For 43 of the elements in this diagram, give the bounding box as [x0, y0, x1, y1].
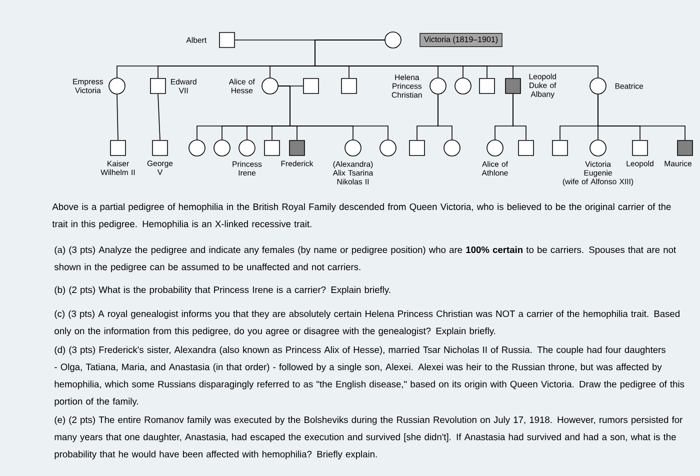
pedigree-square — [341, 78, 357, 94]
pedigree-square — [150, 78, 166, 94]
pedigree-square — [518, 140, 534, 156]
descent-line — [116, 94, 118, 140]
pedigree-square — [409, 140, 425, 156]
pedigree-circle — [188, 140, 206, 156]
pedigree-circle — [380, 140, 396, 156]
pedigree-square — [264, 140, 280, 156]
descent-line — [598, 94, 686, 140]
descent-line — [512, 94, 526, 140]
pedigree-square — [152, 140, 168, 156]
pedigree-square — [110, 140, 126, 156]
name-box: Victoria (1819–1901) — [420, 32, 502, 48]
pedigree-circle — [454, 78, 472, 94]
affected-square — [505, 78, 521, 94]
question-text: (e) (2 pts) The entire Romanov family was executed by the Bolsheviks during the Russian Revolution on July 17, 1918. However, rumors persisted for many years that one daughter, Anastasia, had escaped the execution and survived [she didn't]. If Anastasia had survived and had a son, what is the probability that he would have been affected with hemophilia? Briefly explain. — [54, 416, 682, 460]
question-text: (a) (3 pts) Analyze the pedigree and indicate any females (by name or pedigree position) who are 100% certain to be carriers. Spouses that are not shown in the pedigree can be assumed to be unaffected and not carriers. — [54, 246, 676, 272]
descent-line — [278, 86, 388, 140]
question-text: (c) (3 pts) A royal genealogist informs you that they are absolutely certain Helena Princess Christian was NOT a carrier of the hemophilia trait. Based only on the information from this pedigree, do you agree or disagree with the genealogist? Explain briefly. — [54, 310, 680, 336]
question-text: Above is a partial pedigree of hemophilia in the British Royal Family descended from Queen Victoria, who is believed to be the original carrier of the trait in this pedigree. Hemophilia is an X-linked recessive trait. — [52, 203, 671, 230]
pedigree-circle — [108, 78, 126, 94]
pedigree-circle — [344, 140, 362, 156]
pedigree-circle — [262, 78, 278, 94]
pedigree-circle — [430, 78, 446, 94]
descent-line — [314, 40, 598, 78]
question-text: (d) (3 pts) Frederick's sister, Alexandra (also known as Princess Alix of Hesse), married Tsar Nicholas II of Russia. The couple had four daughters - Olga, Tatiana, Maria, and Anastasia (in that order) - followed by a single son, Alexei. Alexei was heir to the Russian throne, but was affected by hemophilia, which some Russians disparagingly referred to as "the English disease," based on its origin with Queen Victoria. Draw the pedigree of this portion of the family. — [54, 346, 684, 406]
pedigree-circle — [238, 140, 256, 156]
affected-square — [289, 140, 305, 156]
question-text: (b) (2 pts) What is the probability that Princess Irene is a carrier? Explain briefly. — [54, 286, 390, 295]
affected-square — [677, 140, 693, 156]
descent-line — [158, 94, 160, 140]
pedigree-square — [303, 78, 319, 94]
descent-line — [438, 94, 452, 140]
pedigree-circle — [384, 32, 402, 48]
pedigree-square — [632, 140, 648, 156]
pedigree-circle — [590, 140, 606, 156]
pedigree-circle — [590, 78, 606, 94]
pedigree-square — [479, 78, 495, 94]
pedigree-square — [552, 140, 568, 156]
pedigree-circle — [214, 140, 230, 156]
pedigree-circle — [444, 140, 460, 156]
pedigree-circle — [486, 140, 504, 156]
pedigree-square — [219, 32, 235, 48]
